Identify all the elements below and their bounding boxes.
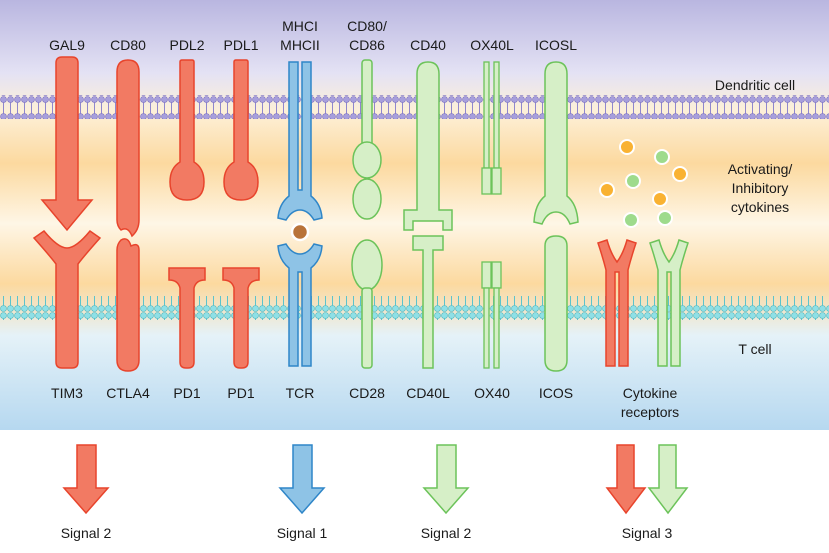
pdl1-protein: [223, 59, 259, 201]
label-gal9: GAL9: [49, 37, 85, 53]
signal-arrows: [62, 444, 689, 515]
label-pdl1: PDL1: [223, 37, 259, 53]
pdl1-pd1-pair: [222, 59, 260, 369]
ox40-stalk-a: [483, 287, 490, 369]
icosl-protein: [533, 61, 579, 225]
pd1-protein-a: [168, 267, 206, 369]
cd40l-protein: [412, 235, 444, 369]
label-cd40: CD40: [410, 37, 446, 53]
label-signal-2-inhibitory: Signal 2: [60, 525, 112, 541]
label-cytokines-line-2: Inhibitory: [731, 180, 789, 196]
pd1-protein-b: [222, 267, 260, 369]
ox40l-head-a: [481, 167, 492, 195]
label-cytokine-receptors-2: receptors: [620, 404, 680, 420]
cd86-cd28-pair: [351, 59, 383, 369]
icosl-icos-pair: [533, 61, 579, 372]
pdl2-pd1-pair: [168, 59, 206, 369]
pdl2-protein: [169, 59, 205, 201]
label-t-cell: T cell: [738, 341, 772, 357]
gal9-tim3-pair: [32, 56, 102, 369]
label-signal-1: Signal 1: [276, 525, 328, 541]
mhc-tcr-pair: [277, 61, 323, 367]
cytokine-receptor-green: [649, 239, 689, 367]
cd86-domain-2: [352, 178, 382, 220]
cytokine-green: [654, 149, 670, 165]
label-icos: ICOS: [538, 385, 574, 401]
signal-3-red-arrow: [605, 444, 647, 515]
label-signal-3: Signal 3: [621, 525, 673, 541]
mhc-protein: [277, 61, 323, 221]
label-ox40l: OX40L: [470, 37, 514, 53]
ox40-head-b: [491, 261, 502, 289]
label-cd80-slash: CD80/: [347, 18, 387, 34]
cytokine-orange: [599, 182, 615, 198]
label-tcr: TCR: [285, 385, 315, 401]
signal-3-green-arrow: [647, 444, 689, 515]
label-signal-2-activating: Signal 2: [420, 525, 472, 541]
cytokine-orange: [619, 139, 635, 155]
cytokine-green: [625, 173, 641, 189]
label-mhci: MHCI: [282, 18, 318, 34]
ox40l-head-b: [491, 167, 502, 195]
label-ctla4: CTLA4: [106, 385, 150, 401]
label-pd1-b: PD1: [227, 385, 255, 401]
label-mhcii: MHCII: [280, 37, 320, 53]
cytokine-green: [623, 212, 639, 228]
signal-1-arrow: [278, 444, 326, 515]
peptide-antigen: [290, 222, 310, 242]
label-icosl: ICOSL: [534, 37, 577, 53]
label-cd80: CD80: [110, 37, 146, 53]
label-tim3: TIM3: [51, 385, 83, 401]
label-cytokines-line-3: cytokines: [730, 199, 790, 215]
ctla4-protein: [116, 238, 140, 372]
label-ox40: OX40: [474, 385, 510, 401]
icos-protein: [544, 235, 568, 372]
ox40l-stalk-b: [493, 61, 500, 169]
label-cd86: CD86: [349, 37, 385, 53]
tcr-protein: [277, 243, 323, 367]
cd40-protein: [403, 61, 453, 231]
ox40-head-a: [481, 261, 492, 289]
ox40l-ox40-pair: [481, 61, 502, 369]
cd28-stalk: [361, 287, 373, 369]
cd40-cd40l-pair: [403, 61, 453, 369]
cd28-domain: [351, 239, 383, 291]
label-cd40l: CD40L: [406, 385, 450, 401]
cytokine-green: [657, 210, 673, 226]
ox40-stalk-b: [493, 287, 500, 369]
label-cytokine-receptors-1: Cytokine: [622, 385, 678, 401]
label-dendritic-cell: Dendritic cell: [714, 77, 796, 93]
cd80-protein: [116, 59, 140, 238]
cytokine-orange: [672, 166, 688, 182]
label-cytokines-line-1: Activating/: [727, 161, 793, 177]
cytokine-receptors: [597, 239, 689, 367]
ox40l-stalk-a: [483, 61, 490, 169]
gal9-protein: [40, 56, 94, 232]
label-pdl2: PDL2: [169, 37, 205, 53]
signal-2-inhibitory-arrow: [62, 444, 110, 515]
cd80-ctla4-pair: [116, 59, 140, 372]
tim3-protein: [32, 229, 102, 369]
cd86-domain-1: [352, 141, 382, 179]
cytokine-orange: [652, 191, 668, 207]
label-cd28: CD28: [349, 385, 385, 401]
cytokine-molecules: [599, 139, 688, 228]
cd86-stalk: [361, 59, 373, 151]
label-pd1-a: PD1: [173, 385, 201, 401]
cytokine-receptor-red: [597, 239, 637, 367]
signal-2-activating-arrow: [422, 444, 470, 515]
